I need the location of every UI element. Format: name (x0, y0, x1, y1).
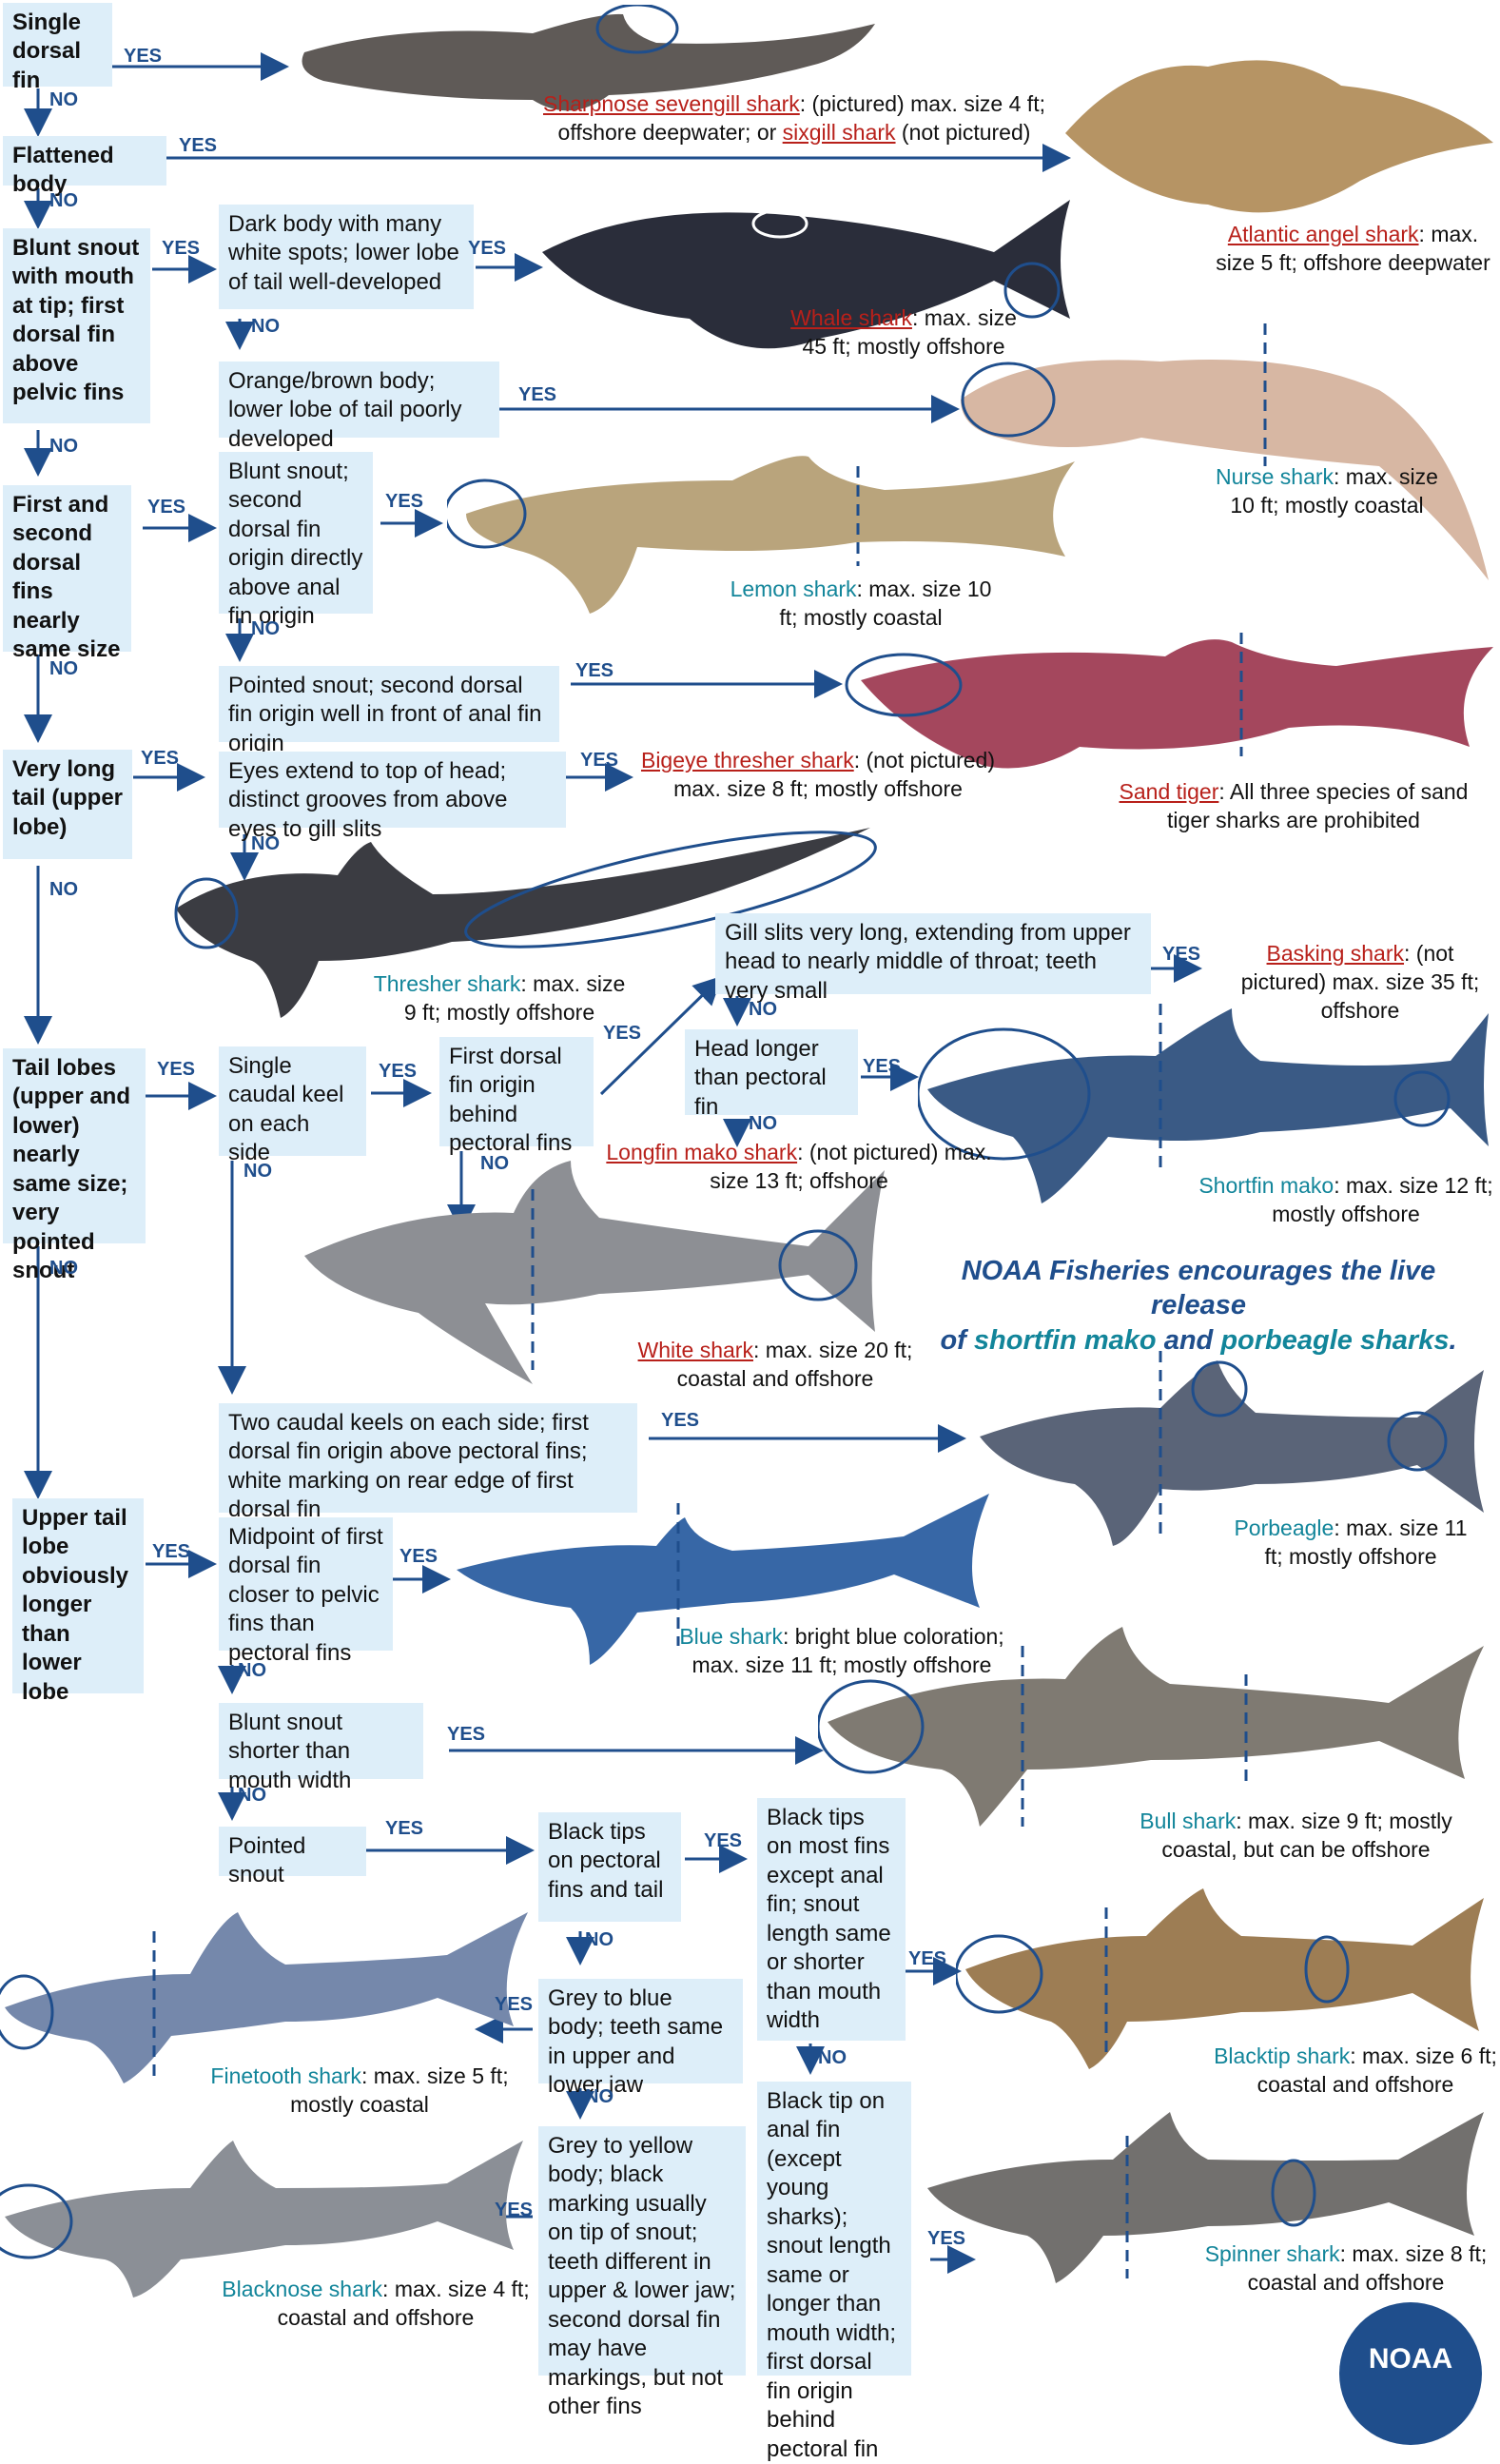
yes-label: YES (704, 1830, 742, 1852)
key-blunt-snout: Blunt snout with mouth at tip; first dor… (3, 228, 150, 423)
key-head-longer-than-pectoral: Head longer than pectoral fin (685, 1029, 858, 1115)
yes-label: YES (399, 1546, 438, 1568)
caption-porbeagle: Porbeagle: max. size 11 ft; mostly offsh… (1222, 1515, 1479, 1572)
key-blunt-snout-second-dorsal: Blunt snout; second dorsal fin origin di… (219, 452, 373, 614)
caption-sevengill: Sharpnose sevengill shark: (pictured) ma… (533, 90, 1056, 147)
caption-bigeye-thresher: Bigeye thresher shark: (not pictured) ma… (633, 747, 1003, 804)
caption-sand-tiger: Sand tiger: All three species of sand ti… (1113, 778, 1474, 835)
yes-label: YES (385, 1818, 423, 1840)
yes-label: YES (863, 1056, 901, 1078)
live-release-note: NOAA Fisheries encourages the live relea… (932, 1254, 1465, 1358)
no-label: NO (585, 2086, 614, 2108)
yes-label: YES (927, 2228, 965, 2250)
key-eyes-top-of-head: Eyes extend to top of head; distinct gro… (219, 752, 566, 828)
species-link-white[interactable]: White shark (638, 1338, 753, 1362)
yes-label: YES (908, 1948, 946, 1970)
caption-thresher: Thresher shark: max. size 9 ft; mostly o… (371, 970, 628, 1027)
caption-blacknose: Blacknose shark: max. size 4 ft; coastal… (214, 2276, 537, 2333)
key-tail-lobes-same-size: Tail lobes (upper and lower) nearly same… (3, 1048, 146, 1243)
yes-label: YES (518, 384, 556, 406)
yes-label: YES (1162, 944, 1200, 966)
caption-blue: Blue shark: bright blue coloration; max.… (675, 1623, 1008, 1680)
yes-label: YES (157, 1059, 195, 1081)
yes-label: YES (447, 1724, 485, 1746)
key-pointed-snout: Pointed snout (219, 1827, 366, 1876)
key-first-dorsal-behind-pectoral: First dorsal fin origin behind pectoral … (439, 1037, 594, 1146)
yes-label: YES (575, 660, 614, 682)
no-label: NO (251, 316, 280, 338)
key-grey-blue-body: Grey to blue body; teeth same in upper a… (538, 1979, 743, 2083)
noaa-logo: NOAA (1339, 2302, 1482, 2445)
no-label: NO (49, 190, 78, 212)
no-label: NO (49, 658, 78, 680)
caption-bull: Bull shark: max. size 9 ft; mostly coast… (1132, 1808, 1460, 1865)
caption-finetooth: Finetooth shark: max. size 5 ft; mostly … (207, 2063, 512, 2120)
yes-label: YES (141, 748, 179, 770)
key-pointed-snout-second-dorsal: Pointed snout; second dorsal fin origin … (219, 666, 559, 742)
yes-label: YES (152, 1541, 190, 1563)
no-label: NO (749, 999, 777, 1021)
no-label: NO (244, 1161, 272, 1183)
no-label: NO (49, 879, 78, 901)
caption-white: White shark: max. size 20 ft; coastal an… (633, 1337, 918, 1394)
caption-spinner: Spinner shark: max. size 8 ft; coastal a… (1194, 2240, 1498, 2298)
caption-lemon: Lemon shark: max. size 10 ft; mostly coa… (718, 576, 1003, 633)
species-link-bigeye-thresher[interactable]: Bigeye thresher shark (641, 748, 854, 772)
species-link-basking[interactable]: Basking shark (1267, 941, 1404, 966)
key-midpoint-first-dorsal: Midpoint of first dorsal fin closer to p… (219, 1517, 393, 1651)
key-black-tips-most-fins: Black tips on most fins except anal fin;… (757, 1798, 906, 2041)
yes-label: YES (661, 1410, 699, 1432)
no-label: NO (251, 833, 280, 855)
no-label: NO (49, 89, 78, 111)
key-two-caudal-keels: Two caudal keels on each side; first dor… (219, 1403, 637, 1513)
caption-shortfin-mako: Shortfin mako: max. size 12 ft; mostly o… (1194, 1172, 1498, 1229)
no-label: NO (49, 1258, 78, 1280)
yes-label: YES (147, 497, 185, 518)
key-very-long-tail: Very long tail (upper lobe) (3, 750, 132, 859)
key-dark-body-white-spots: Dark body with many white spots; lower l… (219, 205, 474, 309)
yes-label: YES (468, 238, 506, 260)
key-gill-slits-very-long: Gill slits very long, extending from upp… (715, 913, 1151, 994)
species-link-angel[interactable]: Atlantic angel shark (1228, 222, 1419, 246)
yes-label: YES (124, 46, 162, 68)
key-single-dorsal-fin: Single dorsal fin (3, 3, 112, 87)
key-black-tips-pectoral-tail: Black tips on pectoral fins and tail (538, 1812, 681, 1922)
key-single-caudal-keel: Single caudal keel on each side (219, 1046, 366, 1156)
angel-shark-image (1056, 38, 1500, 228)
caption-whale: Whale shark: max. size 45 ft; mostly off… (780, 304, 1027, 362)
key-black-tip-anal-fin: Black tip on anal fin (except young shar… (757, 2082, 911, 2376)
key-grey-yellow-body: Grey to yellow body; black marking usual… (538, 2126, 746, 2376)
no-label: NO (749, 1113, 777, 1135)
yes-label: YES (385, 491, 423, 513)
no-label: NO (49, 436, 78, 458)
no-label: NO (818, 2047, 847, 2069)
key-flattened-body: Flattened body (3, 136, 166, 186)
no-label: NO (585, 1929, 614, 1951)
no-label: NO (238, 1785, 266, 1807)
no-label: NO (238, 1660, 266, 1682)
no-label: NO (480, 1153, 509, 1175)
yes-label: YES (162, 238, 200, 260)
yes-label: YES (495, 1994, 533, 2016)
yes-label: YES (379, 1061, 417, 1083)
no-label: NO (251, 618, 280, 640)
yes-label: YES (580, 750, 618, 772)
species-link-longfin-mako[interactable]: Longfin mako shark (606, 1140, 797, 1164)
species-link-sevengill[interactable]: Sharpnose sevengill shark (543, 91, 800, 116)
caption-angel: Atlantic angel shark: max. size 5 ft; of… (1208, 221, 1498, 278)
caption-longfin-mako: Longfin mako shark: (not pictured) max. … (599, 1139, 999, 1196)
species-link-sand-tiger[interactable]: Sand tiger (1120, 779, 1219, 804)
caption-nurse: Nurse shark: max. size 10 ft; mostly coa… (1208, 463, 1446, 520)
key-dorsal-fins-same-size: First and second dorsal fins nearly same… (3, 485, 131, 652)
yes-label: YES (495, 2200, 533, 2221)
caption-basking: Basking shark: (not pictured) max. size … (1222, 940, 1498, 1026)
yes-label: YES (179, 135, 217, 157)
caption-blacktip: Blacktip shark: max. size 6 ft; coastal … (1213, 2043, 1498, 2100)
key-upper-tail-lobe-longer: Upper tail lobe obviously longer than lo… (12, 1498, 144, 1693)
key-orange-brown-body: Orange/brown body; lower lobe of tail po… (219, 362, 499, 438)
species-link-sixgill[interactable]: sixgill shark (783, 120, 896, 145)
key-blunt-snout-shorter: Blunt snout shorter than mouth width (219, 1703, 423, 1779)
species-link-whale[interactable]: Whale shark (790, 305, 912, 330)
